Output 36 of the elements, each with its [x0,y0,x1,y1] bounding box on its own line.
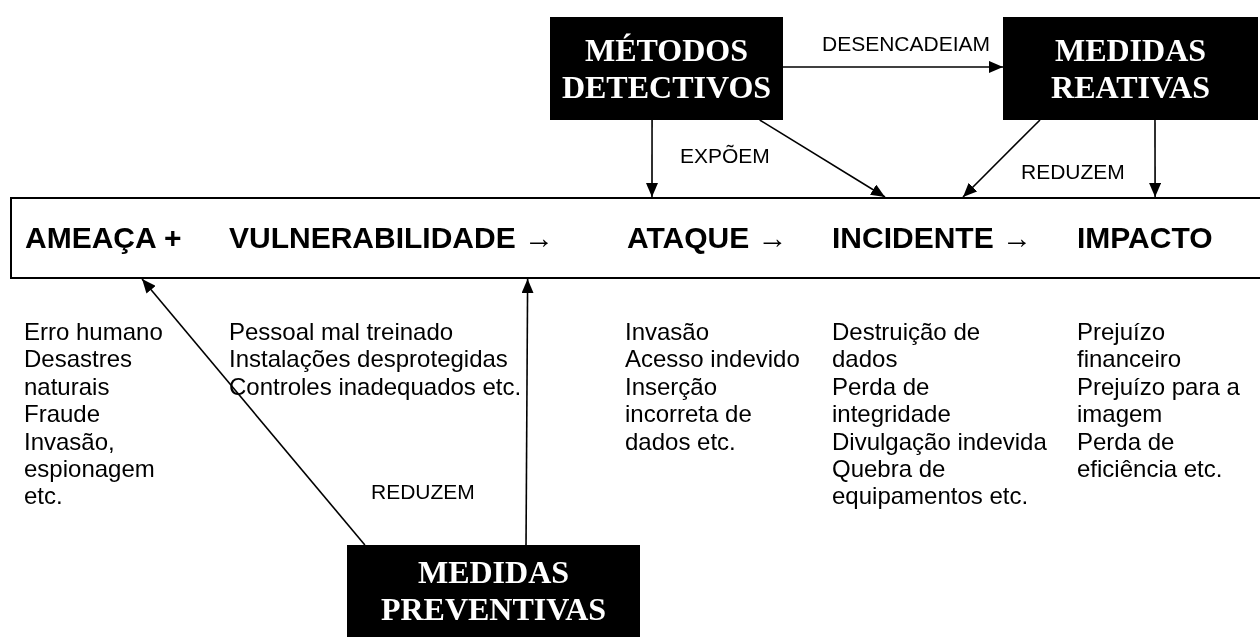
list-item: Erro humano [24,318,164,346]
list-item: Destruição de dados [832,318,982,373]
measure-box [550,17,783,120]
list-item: Divulgação indevida [832,427,1048,456]
box-title: MEDIDAS PREVENTIVAS [379,554,608,628]
stage-band [10,197,1260,279]
arrow [962,119,1041,198]
arrow [1149,119,1162,198]
list-item: Fraude [24,400,102,428]
list-item: Perda de integridade [832,372,952,428]
list-item: Invasão, espionagem etc. [24,427,156,510]
list-item: Perda de eficiência etc. [1077,427,1224,483]
list-item: Inserção incorreta de dados etc. [625,372,753,456]
list-item: Prejuízo para a imagem [1077,372,1241,428]
stage-label: IMPACTO [1077,221,1213,255]
arrow [758,119,886,198]
measure-box [1003,17,1258,120]
list-item: Controles inadequados etc. [229,372,523,401]
box-title: MEDIDAS REATIVAS [1050,31,1211,106]
arrow [782,60,1004,73]
arrow [141,278,366,546]
list-item: Quebra de equipamentos etc. [832,455,1030,510]
list-item: Invasão [625,318,711,346]
list-item: Pessoal mal treinado [229,318,455,346]
list-item: Desastres naturais [24,345,134,401]
arrow [521,278,534,546]
stage-label: ATAQUE → [627,221,788,255]
box-title: MÉTODOS DETECTIVOS [560,31,773,106]
list-item: Instalações desprotegidas [229,345,509,373]
measure-box [347,545,640,637]
stage-label: AMEAÇA + [25,221,182,255]
stage-label: INCIDENTE → [832,221,1032,255]
arrow [646,119,658,198]
list-item: Acesso indevido [625,345,801,373]
list-item: Prejuízo financeiro [1077,318,1183,373]
stage-label: VULNERABILIDADE → [229,221,554,255]
